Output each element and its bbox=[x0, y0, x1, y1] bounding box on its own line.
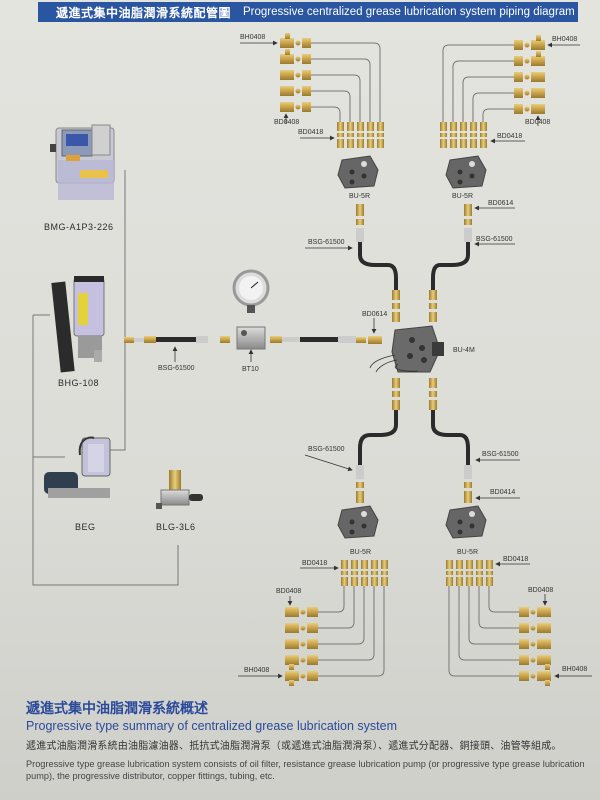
end-fittings bbox=[280, 33, 311, 112]
label-elbow-connector: BH0408 bbox=[562, 666, 587, 673]
tee-bt10 bbox=[236, 326, 266, 350]
branch-bottom-left: BSG-61500 BU-5R BD0418 bbox=[238, 446, 388, 686]
distributor-bu-5r bbox=[445, 155, 487, 189]
distributor-bu-5r bbox=[337, 505, 379, 539]
outlet-fitting-block bbox=[341, 560, 388, 586]
outlet-fitting-block bbox=[440, 122, 487, 148]
label-end-connector: BD0408 bbox=[276, 588, 301, 595]
label-inlet-connector: BD0414 bbox=[490, 489, 515, 496]
summary-title-zh: 遞進式集中油脂潤滑系統概述 bbox=[26, 700, 208, 716]
label-end-connector: BD0408 bbox=[525, 119, 550, 126]
label-distributor: BU-5R bbox=[350, 549, 371, 556]
label-outlet-connector: BD0418 bbox=[503, 556, 528, 563]
distributor-bu-5r bbox=[445, 505, 487, 539]
label-end-connector: BD0408 bbox=[274, 119, 299, 126]
end-fittings bbox=[519, 607, 551, 686]
summary-section: 遞進式集中油脂潤滑系統概述 Progressive type summary o… bbox=[26, 698, 596, 782]
piping-diagram: BMG-A1P3-226 BHG-108 BEG BLG-3L6 bbox=[32, 33, 592, 686]
main-distributor-bu-4m bbox=[369, 325, 444, 373]
end-fittings bbox=[285, 607, 318, 686]
branch-hoses bbox=[358, 238, 470, 467]
label-hose: BSG-61500 bbox=[476, 236, 513, 243]
label-outlet-connector: BD0418 bbox=[298, 129, 323, 136]
label-outlet-connector: BD0418 bbox=[497, 133, 522, 140]
distributor-bu-5r bbox=[337, 155, 379, 189]
label-elbow-connector: BH0408 bbox=[552, 36, 577, 43]
label-hose: BSG-61500 bbox=[308, 446, 345, 453]
label-inlet-connector: BD0614 bbox=[488, 200, 513, 207]
pressure-gauge bbox=[232, 269, 270, 313]
end-fittings bbox=[514, 35, 545, 114]
main-hose-right bbox=[300, 337, 338, 342]
label-elbow-connector: BH0408 bbox=[244, 667, 269, 674]
pump-label-beg: BEG bbox=[75, 522, 96, 532]
summary-title-en: Progressive type summary of centralized … bbox=[26, 719, 397, 733]
label-tee: BT10 bbox=[242, 366, 259, 373]
label-distributor: BU-5R bbox=[452, 193, 473, 200]
label-main-inlet: BD0614 bbox=[362, 311, 387, 318]
tubing-lines bbox=[442, 44, 514, 122]
label-outlet-connector: BD0418 bbox=[302, 560, 327, 567]
pump-label-bhg: BHG-108 bbox=[58, 378, 99, 388]
outlet-fitting-block bbox=[446, 560, 493, 586]
label-hose: BSG-61500 bbox=[308, 239, 345, 246]
label-distributor: BU-5R bbox=[457, 549, 478, 556]
tubing-lines bbox=[318, 586, 385, 677]
branch-top-left: BU-5R BSG-61500 BD0418 bbox=[240, 33, 384, 251]
label-main-hose: BSG-61500 bbox=[158, 365, 195, 372]
label-main-distributor: BU-4M bbox=[453, 347, 475, 354]
riser-fittings bbox=[392, 290, 437, 410]
label-hose: BSG-61500 bbox=[482, 451, 519, 458]
pump-label-blg: BLG-3L6 bbox=[156, 522, 196, 532]
tubing-lines bbox=[448, 586, 519, 677]
branch-bottom-right: BSG-61500 BD0414 BU-5R BD0418 bbox=[445, 451, 592, 686]
label-end-connector: BD0408 bbox=[528, 587, 553, 594]
pump-beg bbox=[44, 436, 111, 498]
page-header: 遞進式集中油脂潤滑系統配管圖 Progressive centralized g… bbox=[38, 2, 578, 22]
header-title-en: Progressive centralized grease lubricati… bbox=[243, 6, 575, 18]
main-hose-left bbox=[156, 337, 196, 342]
pump-bhg-108 bbox=[51, 276, 105, 373]
main-supply-line bbox=[124, 269, 382, 350]
pump-label-bmg: BMG-A1P3-226 bbox=[44, 222, 114, 232]
outlet-fitting-block bbox=[337, 122, 384, 148]
summary-body-en: Progressive type grease lubrication syst… bbox=[26, 759, 585, 781]
pump-bmg-a1p3-226 bbox=[50, 124, 115, 200]
pump-handle bbox=[51, 281, 75, 373]
summary-body-zh: 遞進式油脂潤滑系統由油脂濾油器、抵抗式油脂潤滑泵（或遞進式油脂潤滑泵）、遞進式分… bbox=[26, 741, 562, 752]
header-title-zh: 遞進式集中油脂潤滑系統配管圖 bbox=[56, 5, 232, 20]
branch-top-right: BU-5R BD0614 BSG-61500 BD0418 bbox=[440, 35, 580, 247]
tubing-lines bbox=[311, 42, 381, 122]
label-distributor: BU-5R bbox=[349, 193, 370, 200]
label-elbow-connector: BH0408 bbox=[240, 34, 265, 41]
pump-blg-3l6 bbox=[156, 470, 203, 509]
